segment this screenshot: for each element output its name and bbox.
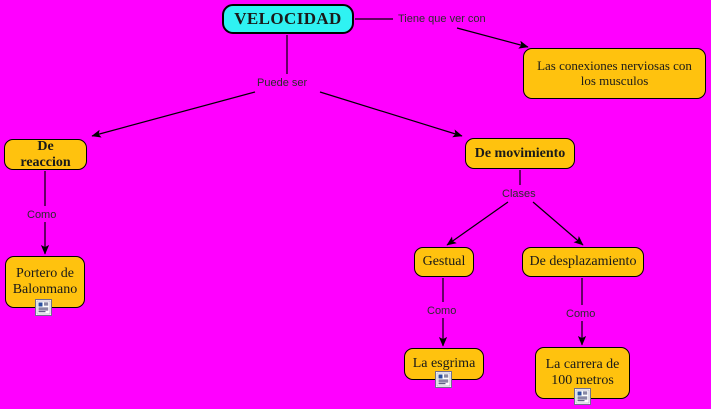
node-label: De desplazamiento <box>529 254 637 270</box>
node-label: La carrera de 100 metros <box>545 357 620 388</box>
edges <box>40 18 587 347</box>
node-velocidad[interactable]: VELOCIDAD <box>222 4 354 34</box>
node-conexiones[interactable]: Las conexiones nerviosas con los musculo… <box>523 48 706 99</box>
node-label: De reaccion <box>20 138 71 170</box>
resource-document-icon[interactable] <box>35 299 52 316</box>
node-gestual[interactable]: Gestual <box>414 247 474 277</box>
resource-document-icon[interactable] <box>574 388 591 405</box>
node-desplazamiento[interactable]: De desplazamiento <box>522 247 644 277</box>
node-label: Gestual <box>422 254 466 270</box>
link-label-clases[interactable]: Clases <box>502 188 536 200</box>
node-label: VELOCIDAD <box>234 9 342 29</box>
edge-puede-ser-to-de-movimiento <box>319 91 463 138</box>
node-label: Portero de Balonmano <box>12 266 78 297</box>
node-de-reaccion[interactable]: De reaccion <box>4 139 87 170</box>
node-de-movimiento[interactable]: De movimiento <box>465 138 575 169</box>
link-label-como-desplazamiento[interactable]: Como <box>566 308 596 320</box>
resource-document-icon[interactable] <box>435 371 452 388</box>
link-label-tiene-que-ver-con[interactable]: Tiene que ver con <box>398 13 486 25</box>
edge-clases-to-gestual <box>446 201 509 246</box>
edge-tiene-to-conexiones <box>456 27 529 49</box>
node-label: La esgrima <box>412 356 476 372</box>
edge-puede-ser-to-de-reaccion <box>91 91 256 138</box>
node-label: De movimiento <box>474 145 566 161</box>
link-label-como-gestual[interactable]: Como <box>427 305 457 317</box>
link-label-puede-ser[interactable]: Puede ser <box>257 77 308 89</box>
node-label: Las conexiones nerviosas con los musculo… <box>537 57 692 88</box>
edge-clases-to-desplazamiento <box>532 201 584 246</box>
link-label-como-reaccion[interactable]: Como <box>27 209 57 221</box>
